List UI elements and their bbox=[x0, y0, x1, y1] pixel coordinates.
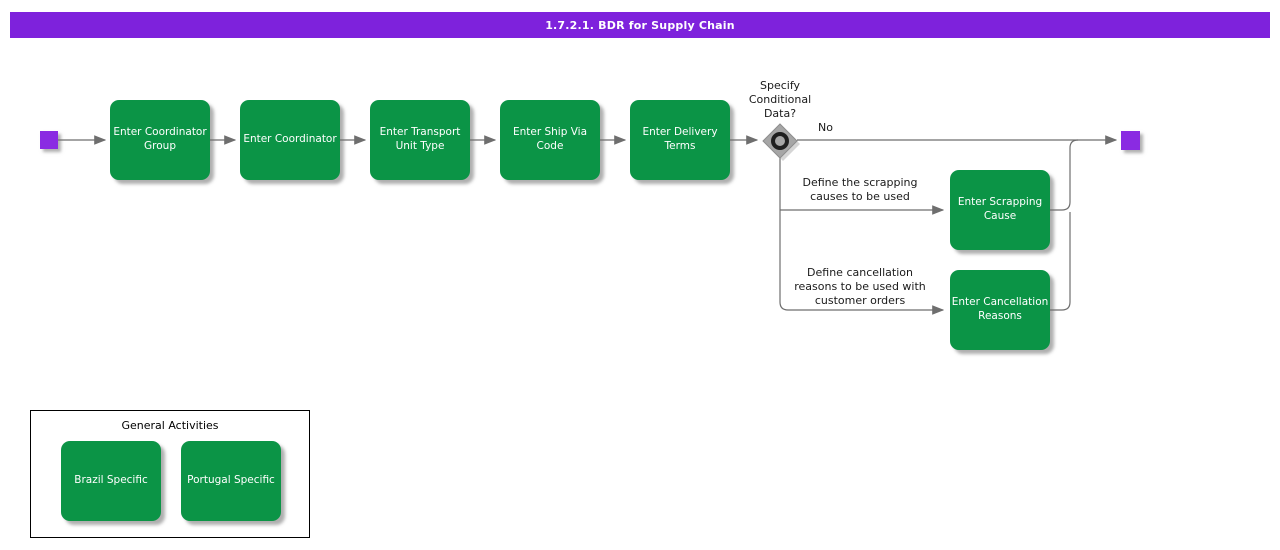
diagram-title-bar: 1.7.2.1. BDR for Supply Chain bbox=[10, 12, 1270, 38]
gateway-icon bbox=[762, 123, 800, 161]
start-event bbox=[40, 131, 58, 149]
task-portugal-specific[interactable]: Portugal Specific bbox=[181, 441, 281, 521]
task-enter-coordinator[interactable]: Enter Coordinator bbox=[240, 100, 340, 180]
task-brazil-specific[interactable]: Brazil Specific bbox=[61, 441, 161, 521]
flow-arrows bbox=[58, 135, 1118, 315]
task-enter-scrapping-cause[interactable]: Enter Scrapping Cause bbox=[950, 170, 1050, 250]
general-activities-title: General Activities bbox=[121, 419, 219, 432]
gateway-no-label: No bbox=[818, 121, 833, 134]
task-enter-delivery-terms[interactable]: Enter Delivery Terms bbox=[630, 100, 730, 180]
task-enter-ship-via-code[interactable]: Enter Ship Via Code bbox=[500, 100, 600, 180]
task-enter-cancellation-reasons[interactable]: Enter Cancellation Reasons bbox=[950, 270, 1050, 350]
task-enter-transport-unit-type[interactable]: Enter Transport Unit Type bbox=[370, 100, 470, 180]
end-event bbox=[1121, 131, 1140, 150]
diagram-title: 1.7.2.1. BDR for Supply Chain bbox=[545, 18, 735, 32]
cancellation-branch-note: Define cancellation reasons to be used w… bbox=[794, 266, 926, 307]
task-enter-coordinator-group[interactable]: Enter Coordinator Group bbox=[110, 100, 210, 180]
general-activities-group: General Activities Brazil Specific Portu… bbox=[30, 410, 310, 538]
scrapping-branch-note: Define the scrapping causes to be used bbox=[802, 176, 918, 203]
gateway-question-label: Specify Conditional Data? bbox=[748, 79, 812, 120]
